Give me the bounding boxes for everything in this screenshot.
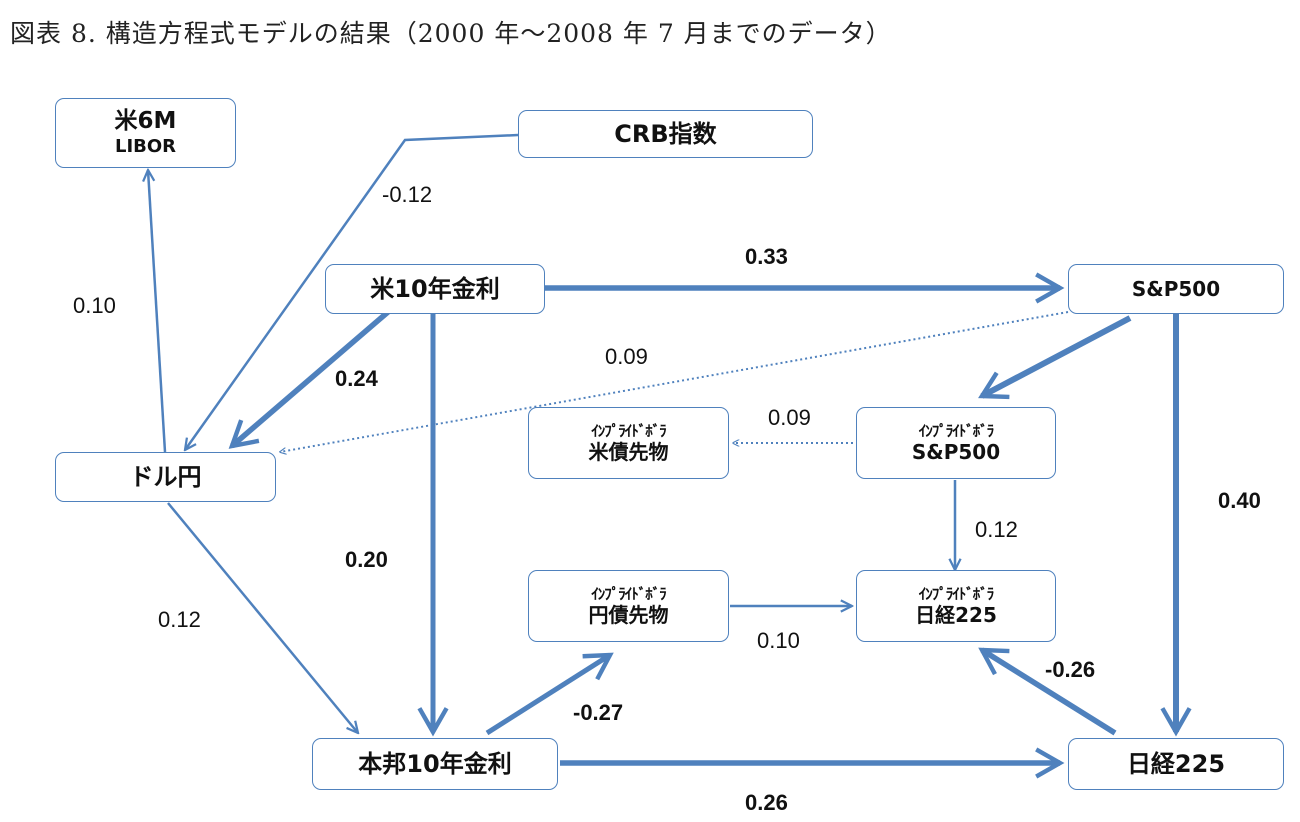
- node-crb-index: CRB指数: [518, 110, 813, 158]
- node-label: CRB指数: [614, 119, 717, 148]
- node-label: ｲﾝﾌﾟﾗｲﾄﾞﾎﾞﾗ: [918, 585, 995, 603]
- node-label: 米6M: [114, 108, 177, 135]
- coef-us10y-sp500: 0.33: [745, 244, 788, 269]
- node-label: ｲﾝﾌﾟﾗｲﾄﾞﾎﾞﾗ: [591, 422, 667, 440]
- node-label: 日経225: [915, 603, 997, 627]
- coef-us10y-jp10y: 0.20: [345, 547, 388, 572]
- node-label: 円債先物: [588, 603, 669, 627]
- node-label: S&P500: [911, 440, 1001, 464]
- node-label: LIBOR: [114, 136, 177, 157]
- coef-crb-usdjpy: -0.12: [382, 182, 433, 207]
- node-iv-jgb-futures: ｲﾝﾌﾟﾗｲﾄﾞﾎﾞﾗ 円債先物: [528, 570, 729, 642]
- node-label: 本邦10年金利: [358, 749, 512, 778]
- arrow-us10y-to-usdjpy: [228, 309, 390, 449]
- coef-jp10y-nk225: 0.26: [745, 790, 788, 815]
- node-label: ｲﾝﾌﾟﾗｲﾄﾞﾎﾞﾗ: [591, 585, 667, 603]
- node-us-10y-rate: 米10年金利: [325, 264, 545, 314]
- node-label: ドル円: [129, 462, 202, 491]
- node-us-6m-libor: 米6M LIBOR: [55, 98, 236, 168]
- arrow-jp10y-to-ivjgb: [485, 652, 614, 736]
- arrow-usdjpy-to-libor: [148, 170, 167, 453]
- node-label: ｲﾝﾌﾟﾗｲﾄﾞﾎﾞﾗ: [918, 422, 995, 440]
- arrow-sp500-to-usdjpy: [280, 311, 1069, 452]
- coef-sp500-usdjpy: 0.09: [605, 344, 648, 369]
- node-iv-nikkei225: ｲﾝﾌﾟﾗｲﾄﾞﾎﾞﾗ 日経225: [856, 570, 1056, 642]
- node-sp500: S&P500: [1068, 264, 1284, 314]
- arrow-crb-to-usdjpy: [185, 133, 519, 450]
- arrow-nk225-to-ivnk: [978, 647, 1117, 736]
- node-usd-jpy: ドル円: [55, 452, 276, 502]
- coef-usdjpy-jp10y: 0.12: [158, 607, 201, 632]
- coef-usdjpy-libor: 0.10: [73, 293, 116, 318]
- node-label: 米債先物: [588, 440, 669, 464]
- node-nikkei225: 日経225: [1068, 738, 1284, 790]
- coef-us10y-usdjpy: 0.24: [335, 366, 378, 391]
- coef-sp500-nk225: 0.40: [1218, 488, 1261, 513]
- page-title: 図表 8. 構造方程式モデルの結果（2000 年〜2008 年 7 月までのデー…: [10, 19, 892, 48]
- node-iv-sp500: ｲﾝﾌﾟﾗｲﾄﾞﾎﾞﾗ S&P500: [856, 407, 1056, 479]
- arrow-usdjpy-to-jp10y: [167, 502, 358, 733]
- coef-ivsp-ivust: 0.09: [768, 405, 811, 430]
- node-label: S&P500: [1131, 277, 1221, 301]
- node-iv-us-bond-futures: ｲﾝﾌﾟﾗｲﾄﾞﾎﾞﾗ 米債先物: [528, 407, 729, 479]
- arrow-sp500-to-ivsp: [978, 315, 1132, 400]
- coef-ivsp-ivnk: 0.12: [975, 517, 1018, 542]
- coef-jp10y-ivjgb: -0.27: [573, 700, 624, 725]
- node-jp-10y-rate: 本邦10年金利: [312, 738, 558, 790]
- coef-ivjgb-ivnk: 0.10: [757, 628, 800, 653]
- node-label: 米10年金利: [370, 274, 500, 303]
- coef-nk225-ivnk: -0.26: [1045, 657, 1096, 682]
- node-label: 日経225: [1126, 749, 1226, 778]
